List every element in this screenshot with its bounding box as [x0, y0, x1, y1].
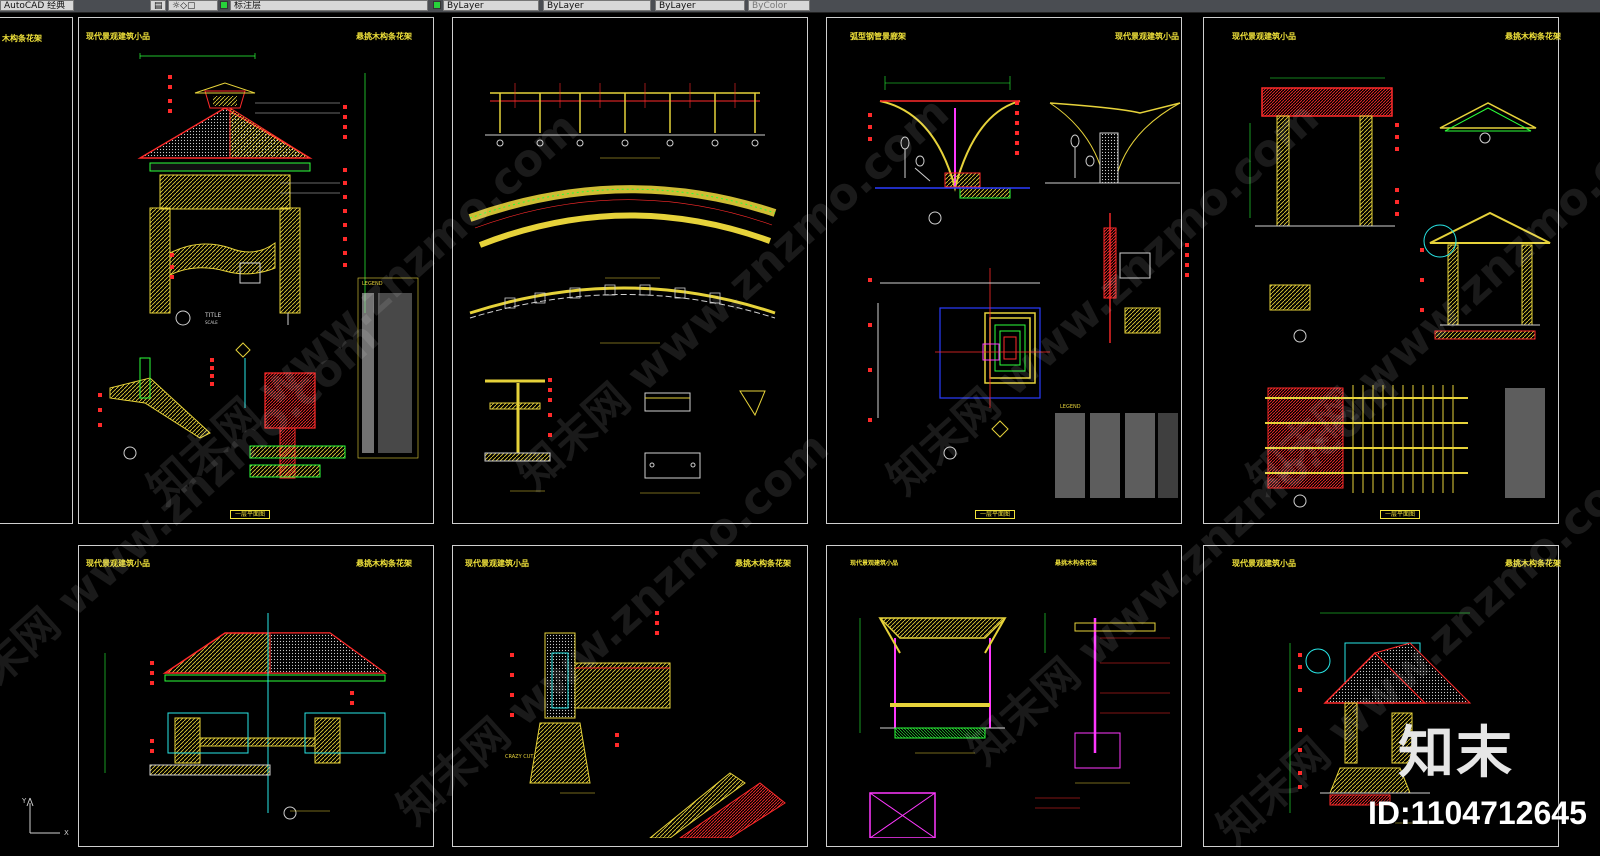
linetype-label: ByLayer — [547, 1, 584, 11]
lineweight-dropdown[interactable]: ByLayer — [655, 0, 745, 11]
sheet-3-drawings: LEGEND — [868, 76, 1189, 498]
sheet-8-title-left: 现代景观建筑小品 — [1232, 559, 1296, 568]
cad-drawings: TITLE SCALE LEGEND — [21, 53, 1551, 838]
svg-text:X: X — [64, 829, 69, 837]
sheet-frame-3 — [826, 17, 1182, 524]
sheet-7-drawings — [859, 613, 1170, 838]
sheet-2-drawings — [468, 83, 777, 494]
sheet-8-title-right: 悬挑木构条花架 — [1505, 559, 1561, 568]
sheet-frame-2 — [452, 17, 808, 524]
sheet-5-title-left: 现代景观建筑小品 — [86, 559, 150, 568]
sheet-frame-left — [0, 17, 73, 524]
layer-dropdown[interactable]: 标注层 — [230, 0, 428, 11]
sheet-4-footer: 一层平面图 — [1380, 510, 1421, 519]
sheet-1-title-left: 现代景观建筑小品 — [86, 32, 150, 41]
layer-color-swatch — [220, 1, 228, 9]
linetype-dropdown[interactable]: ByLayer — [543, 0, 651, 11]
workspace-dropdown[interactable]: AutoCAD 经典 — [0, 0, 74, 11]
sheet-4-drawings — [1249, 77, 1551, 508]
sheet-7-title-left: 现代景观建筑小品 — [850, 560, 899, 567]
sheet-3-footer: 一层平面图 — [975, 510, 1016, 519]
color-swatch — [433, 1, 441, 9]
svg-text:Y: Y — [21, 797, 27, 805]
layer-state-icons[interactable]: ☼◇▢ — [168, 0, 218, 11]
plotstyle-dropdown[interactable]: ByColor — [748, 0, 810, 11]
legend-label-1: LEGEND — [362, 281, 383, 287]
sheet-6-title-right: 悬挑木构条花架 — [735, 559, 791, 568]
plotstyle-label: ByColor — [752, 1, 787, 11]
sheet-5-drawings: Y X — [21, 613, 388, 837]
sheet-8-drawings — [1289, 612, 1472, 824]
layer-properties-button[interactable]: ▤ — [150, 0, 166, 11]
legend-label-3: LEGEND — [1060, 404, 1081, 410]
sheet-1-title-right: 悬挑木构条花架 — [356, 32, 412, 41]
sheet-6-drawings: CRAZY CUT — [505, 611, 786, 838]
znzmo-logo: 知末 — [1398, 721, 1514, 786]
layers-icon: ▤ — [154, 1, 163, 11]
title-label-1: TITLE — [204, 312, 221, 319]
layer-label: 标注层 — [234, 1, 262, 11]
sheet-6-title-left: 现代景观建筑小品 — [465, 559, 529, 568]
color-dropdown[interactable]: ByLayer — [443, 0, 539, 11]
sheet-3-title-left: 弧型钢管景廊架 — [850, 32, 906, 41]
sheet-1-footer: 一层平面图 — [230, 510, 271, 519]
workspace-label: AutoCAD 经典 — [4, 1, 66, 11]
sheet-frame-1 — [78, 17, 434, 524]
resource-id: ID:1104712645 — [1368, 795, 1587, 831]
sheet-4-title-right: 悬挑木构条花架 — [1505, 32, 1561, 41]
sheet-5-title-right: 悬挑木构条花架 — [356, 559, 412, 568]
sheet-4-title-left: 现代景观建筑小品 — [1232, 32, 1296, 41]
sheet-1-drawings: TITLE SCALE LEGEND — [98, 53, 419, 479]
cad-toolbar: AutoCAD 经典 ▤ ☼◇▢ 标注层 ByLayer ByLayer ByL… — [0, 0, 1600, 13]
color-label: ByLayer — [447, 1, 484, 11]
left-sheet-title: 木构条花架 — [2, 34, 42, 43]
scale-label-1: SCALE — [205, 320, 218, 325]
crazy-cut-label: CRAZY CUT — [505, 754, 534, 760]
bulb-icon: ☼◇▢ — [172, 1, 196, 11]
sheet-frame-4 — [1203, 17, 1559, 524]
lineweight-label: ByLayer — [659, 1, 696, 11]
drawing-canvas[interactable]: 木构条花架 现代景观建筑小品 悬挑木构条花架 一层平面图 弧型钢管景廊架 现代景… — [0, 13, 1600, 855]
sheet-7-title-right: 悬挑木构条花架 — [1055, 560, 1098, 567]
sheet-3-title-right: 现代景观建筑小品 — [1115, 32, 1179, 41]
